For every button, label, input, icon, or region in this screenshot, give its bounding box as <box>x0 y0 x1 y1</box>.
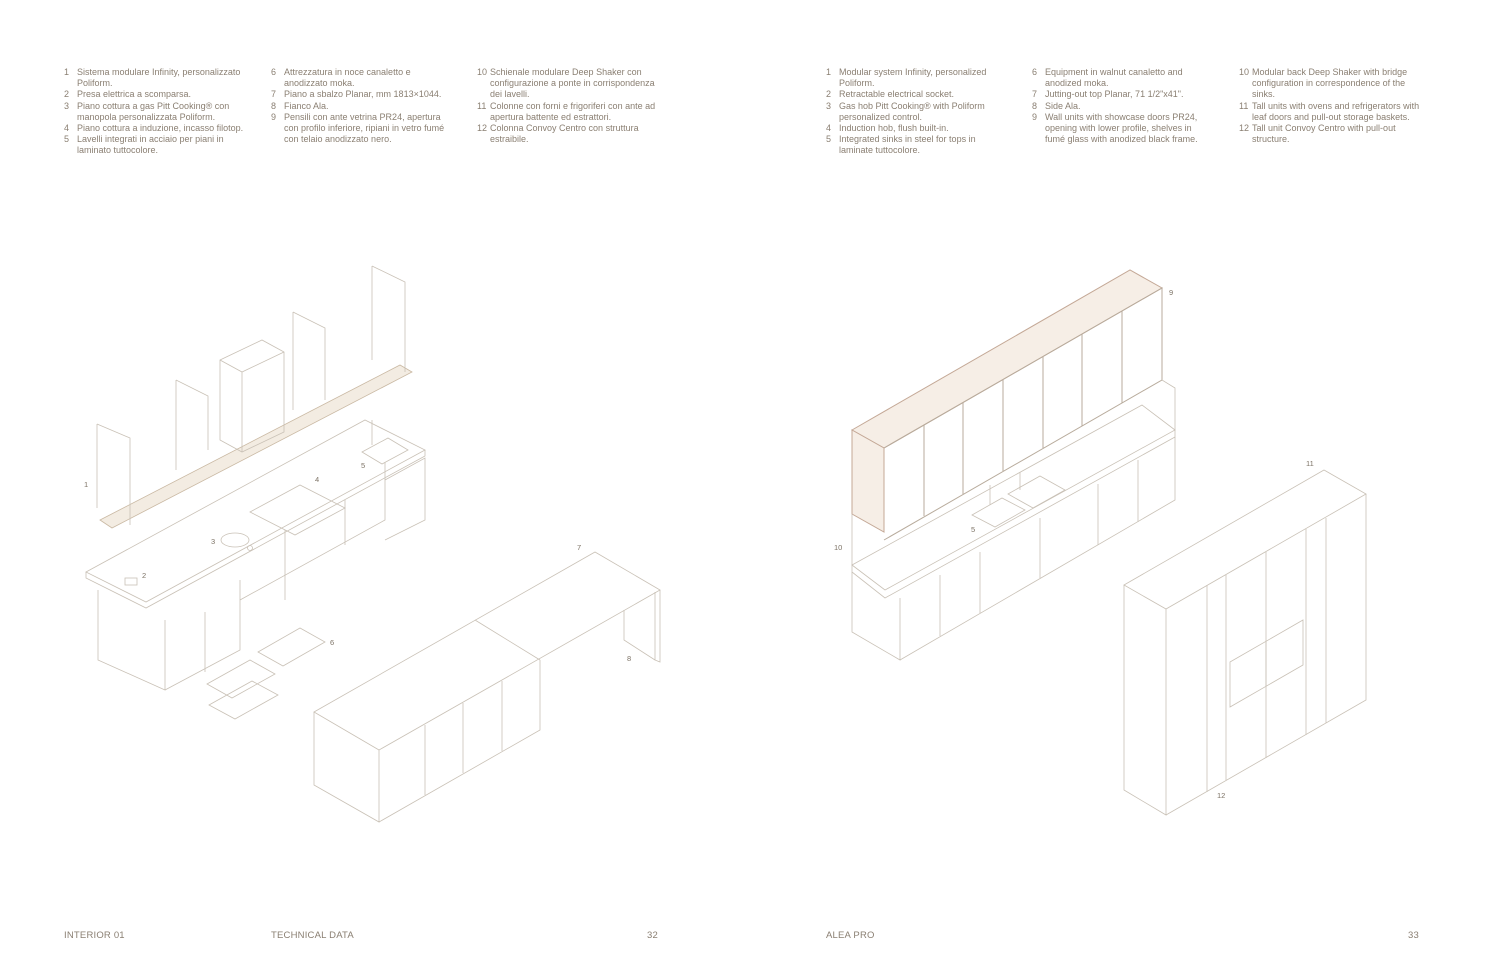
callout-3: 3 <box>211 537 216 546</box>
callout-8: 8 <box>627 654 632 663</box>
callout-7: 7 <box>577 543 582 552</box>
callout-10: 10 <box>834 543 843 552</box>
callout-5: 5 <box>361 461 366 470</box>
callout-6: 6 <box>330 638 335 647</box>
page-number-left: 32 <box>647 930 658 941</box>
callout-5-right: 5 <box>971 525 976 534</box>
footer-product-name: ALEA PRO <box>826 930 875 941</box>
callout-11: 11 <box>1306 459 1314 468</box>
callout-12: 12 <box>1217 791 1226 800</box>
callout-2: 2 <box>142 571 147 580</box>
callout-1: 1 <box>84 480 89 489</box>
callout-9: 9 <box>1169 288 1174 297</box>
page-number-right: 33 <box>1408 930 1419 941</box>
footer-section-title: TECHNICAL DATA <box>271 930 354 941</box>
callout-4: 4 <box>315 475 320 484</box>
footer-section-left: INTERIOR 01 <box>64 930 125 941</box>
right-kitchen-drawing <box>850 269 1367 816</box>
left-kitchen-drawing <box>85 265 661 823</box>
